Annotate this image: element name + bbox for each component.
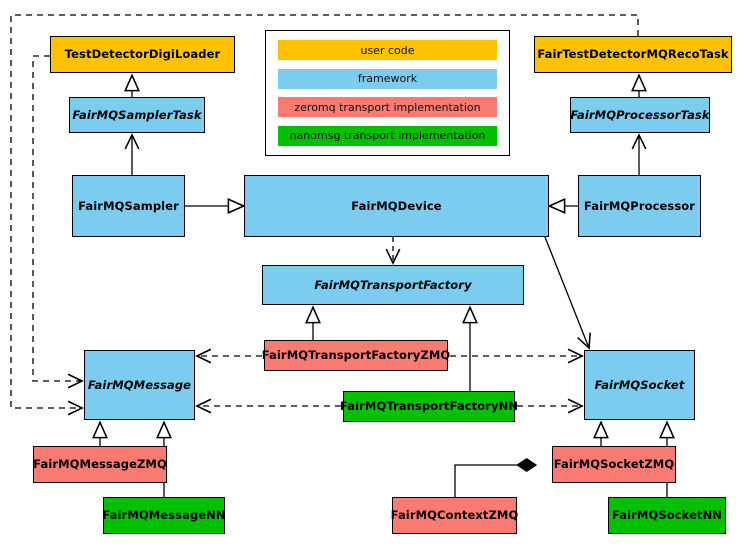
class-box-fairmqmessage[interactable]: FairMQMessage: [84, 350, 195, 420]
edge-digiloader-to-message: [32, 55, 84, 389]
class-box-fairmqmessagezmq[interactable]: FairMQMessageZMQ: [33, 446, 167, 483]
legend-panel: user code framework zeromq transport imp…: [265, 30, 510, 156]
edge-device-to-socket: [544, 236, 591, 350]
class-box-fairmqdevice[interactable]: FairMQDevice: [244, 175, 549, 237]
class-box-testdetectordigiloader[interactable]: TestDetectorDigiLoader: [50, 36, 235, 73]
class-box-fairmqsocket[interactable]: FairMQSocket: [584, 350, 695, 420]
class-box-fairmqsocketnn[interactable]: FairMQSocketNN: [608, 497, 726, 534]
class-box-fairmqsamplertask[interactable]: FairMQSamplerTask: [69, 97, 205, 133]
class-box-fairmqtransportfactory[interactable]: FairMQTransportFactory: [262, 265, 524, 305]
class-box-fairmqsampler[interactable]: FairMQSampler: [72, 175, 185, 237]
edge-contextzmq-to-socketzmq: [454, 465, 536, 497]
class-box-fairtestdetectormqrecotask[interactable]: FairTestDetectorMQRecoTask: [534, 36, 732, 73]
class-box-fairmqtransportfactoryzmq[interactable]: FairMQTransportFactoryZMQ: [262, 340, 450, 371]
edge-recotask-to-message: [10, 14, 639, 416]
class-box-fairmqprocessor[interactable]: FairMQProcessor: [578, 175, 701, 237]
legend-item-nanomsg: nanomsg transport implementation: [278, 125, 497, 146]
legend-item-framework: framework: [278, 68, 497, 89]
class-box-fairmqtransportfactorynn[interactable]: FairMQTransportFactoryNN: [340, 391, 518, 422]
class-box-fairmqprocessortask[interactable]: FairMQProcessorTask: [570, 97, 710, 133]
legend-item-zeromq: zeromq transport implementation: [278, 97, 497, 118]
class-box-fairmqsocketzmq[interactable]: FairMQSocketZMQ: [552, 446, 676, 483]
class-box-fairmqmessagenn[interactable]: FairMQMessageNN: [102, 497, 226, 534]
class-box-fairmqcontextzmq[interactable]: FairMQContextZMQ: [391, 497, 518, 534]
legend-item-user-code: user code: [278, 40, 497, 60]
